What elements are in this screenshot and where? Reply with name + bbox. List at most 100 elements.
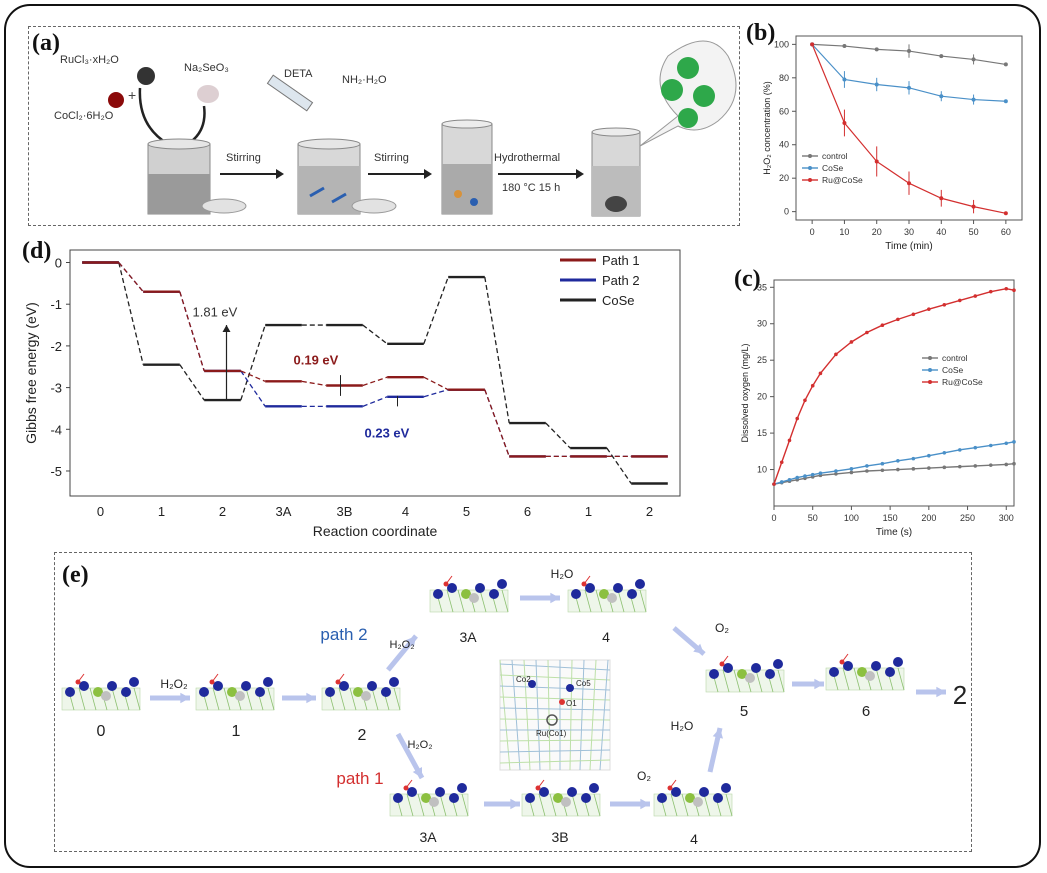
bond <box>338 687 346 711</box>
atom <box>213 681 223 691</box>
bond <box>547 659 551 771</box>
data-point <box>1004 462 1009 467</box>
bond <box>267 687 275 711</box>
structure-4-path2 <box>567 575 647 613</box>
structure-2 <box>321 673 401 711</box>
atom <box>693 797 703 807</box>
atom <box>581 793 591 803</box>
state-label-3a: 3A <box>459 629 477 645</box>
data-point <box>834 472 838 476</box>
bond <box>669 779 677 789</box>
structure-0 <box>61 673 141 711</box>
atom <box>457 783 467 793</box>
atom <box>871 661 881 671</box>
data-point <box>896 467 900 472</box>
arrowhead <box>936 686 946 698</box>
x-tick-label: 0 <box>771 513 776 523</box>
bond <box>89 687 97 711</box>
atom <box>561 797 571 807</box>
legend-label: Ru@CoSe <box>822 175 863 185</box>
data-point <box>988 289 993 294</box>
bond <box>457 589 465 613</box>
beaker-3-icon <box>441 119 493 215</box>
annotation-0-23: 0.23 eV <box>365 426 410 441</box>
data-point <box>849 470 854 475</box>
arrowhead <box>306 692 316 704</box>
atom <box>745 673 755 683</box>
atom <box>857 667 867 677</box>
y-tick-label: -4 <box>50 422 62 437</box>
x-tick-label: 100 <box>844 513 859 523</box>
state-label-4: 4 <box>602 629 610 645</box>
atom <box>449 793 459 803</box>
connector <box>179 291 205 372</box>
arrowhead <box>180 692 190 704</box>
data-point <box>787 477 792 482</box>
connector <box>240 370 266 382</box>
x-tick-label: 3A <box>276 504 292 519</box>
data-point <box>810 383 815 388</box>
connector <box>545 422 571 449</box>
data-point <box>911 312 916 317</box>
data-point <box>1003 99 1008 104</box>
atom <box>737 669 747 679</box>
atom <box>599 589 609 599</box>
bond <box>721 655 729 665</box>
atom <box>751 663 761 673</box>
reagent-deta: DETA <box>284 68 313 80</box>
data-point <box>896 317 900 322</box>
plot-area <box>773 279 1015 507</box>
data-point <box>865 469 869 473</box>
connector <box>179 364 205 401</box>
y-axis-title: Gibbs free energy (eV) <box>23 302 39 444</box>
structure-3a-path2 <box>429 575 509 613</box>
x-tick-label: 30 <box>904 227 914 237</box>
bond <box>501 589 509 613</box>
zoom-bubble <box>639 40 737 147</box>
annotation-1-81: 1.81 eV <box>193 305 238 320</box>
x-tick-label: 60 <box>1001 227 1011 237</box>
bond <box>681 793 689 817</box>
bond <box>725 793 733 817</box>
atom <box>407 787 417 797</box>
bond <box>537 779 545 789</box>
x-tick-label: 6 <box>524 504 531 519</box>
data-point <box>973 294 978 298</box>
data-point <box>973 445 978 450</box>
bond <box>595 589 603 613</box>
state-label-5: 5 <box>740 703 748 720</box>
state-label-3b: 3B <box>551 829 568 845</box>
connector <box>423 376 449 391</box>
data-point <box>1012 440 1016 444</box>
y-tick-label: -1 <box>50 297 62 312</box>
bond <box>405 779 413 789</box>
data-point <box>988 443 993 448</box>
atom <box>723 663 733 673</box>
bond <box>337 673 345 683</box>
connector <box>423 276 449 345</box>
bond <box>617 589 625 613</box>
y-tick-label: 20 <box>779 173 789 183</box>
atom <box>339 681 349 691</box>
arrowhead <box>814 678 824 690</box>
nanoparticle-icon <box>693 85 715 107</box>
annotation-0-19: 0.19 eV <box>294 353 339 368</box>
atom <box>381 687 391 697</box>
data-point <box>942 450 947 455</box>
data-point <box>834 352 838 357</box>
bond <box>589 659 597 771</box>
bond <box>499 749 611 753</box>
x-tick-label: 50 <box>808 513 818 523</box>
reagent-na2seo3: Na₂SeO₃ <box>184 62 229 74</box>
data-point <box>880 468 885 473</box>
atom <box>709 669 719 679</box>
data-point <box>958 448 962 452</box>
data-point <box>810 42 815 47</box>
state-label-2: 2 <box>358 727 367 744</box>
panel-a-label: (a) <box>32 30 60 56</box>
data-point <box>1012 288 1016 293</box>
data-point <box>772 482 776 486</box>
x-axis-title: Time (s) <box>876 527 912 538</box>
